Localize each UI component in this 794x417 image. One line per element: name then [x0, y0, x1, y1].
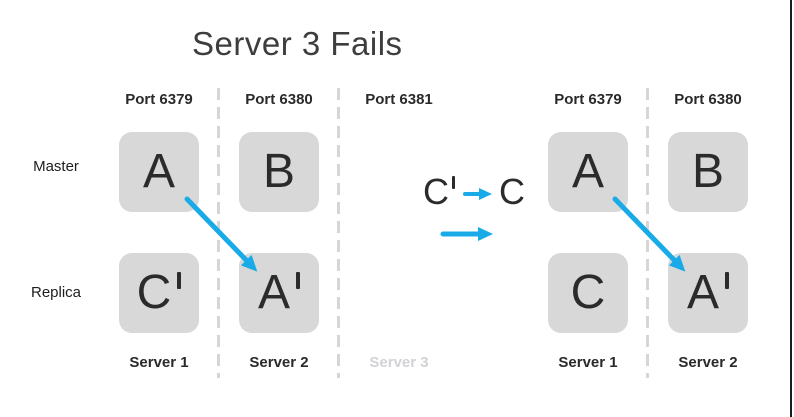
window-edge-line: [790, 0, 792, 417]
prime-mark: [177, 271, 182, 289]
node-letter: A: [142, 145, 175, 198]
prime-mark: [296, 271, 300, 289]
master-node-box: B: [239, 132, 319, 212]
node-letter: A: [257, 266, 290, 319]
right-diagram-column-server1: Port 6379 A C Server 1: [528, 0, 648, 417]
port-label: Port 6380: [245, 91, 313, 108]
server-label-failed: Server 3: [369, 354, 429, 371]
replica-node-box: C: [548, 253, 628, 333]
left-diagram-column-server3-failed: Port 6381 Server 3: [339, 0, 459, 417]
scenario-progress-arrow-icon: [440, 227, 493, 241]
left-diagram-column-server2: Port 6380 B A Server 2: [219, 0, 339, 417]
replica-node-box: A: [668, 253, 748, 333]
transition-from-letter: C: [423, 171, 449, 212]
server-label: Server 2: [249, 354, 309, 371]
node-letter: B: [262, 145, 295, 198]
node-letter: B: [691, 145, 724, 198]
master-node-box: A: [119, 132, 199, 212]
node-letter: A: [571, 145, 604, 198]
node-letter: C: [570, 266, 606, 319]
master-node-box: A: [548, 132, 628, 212]
server-label: Server 1: [558, 354, 618, 371]
prime-mark: [725, 271, 729, 289]
column-separator-dashed: [337, 88, 340, 378]
node-letter: A: [686, 266, 719, 319]
replica-node-box: C: [119, 253, 199, 333]
master-node-box: B: [668, 132, 748, 212]
transition-annotation: C C: [423, 172, 525, 212]
right-diagram-column-server2: Port 6380 B A Server 2: [648, 0, 768, 417]
left-diagram-column-server1: Port 6379 A C Server 1: [99, 0, 219, 417]
port-label: Port 6379: [125, 91, 193, 108]
prime-mark: [452, 175, 455, 189]
port-label: Port 6379: [554, 91, 622, 108]
right-arrow-icon: [463, 188, 492, 200]
replica-node-box: A: [239, 253, 319, 333]
server-label: Server 1: [129, 354, 189, 371]
row-label-replica: Replica: [30, 284, 82, 301]
node-letter: C: [136, 266, 172, 319]
row-label-master: Master: [33, 158, 79, 175]
server-label: Server 2: [678, 354, 738, 371]
port-label: Port 6380: [674, 91, 742, 108]
transition-to-letter: C: [499, 171, 525, 212]
port-label: Port 6381: [365, 91, 433, 108]
page-title: Server 3 Fails: [192, 25, 403, 62]
